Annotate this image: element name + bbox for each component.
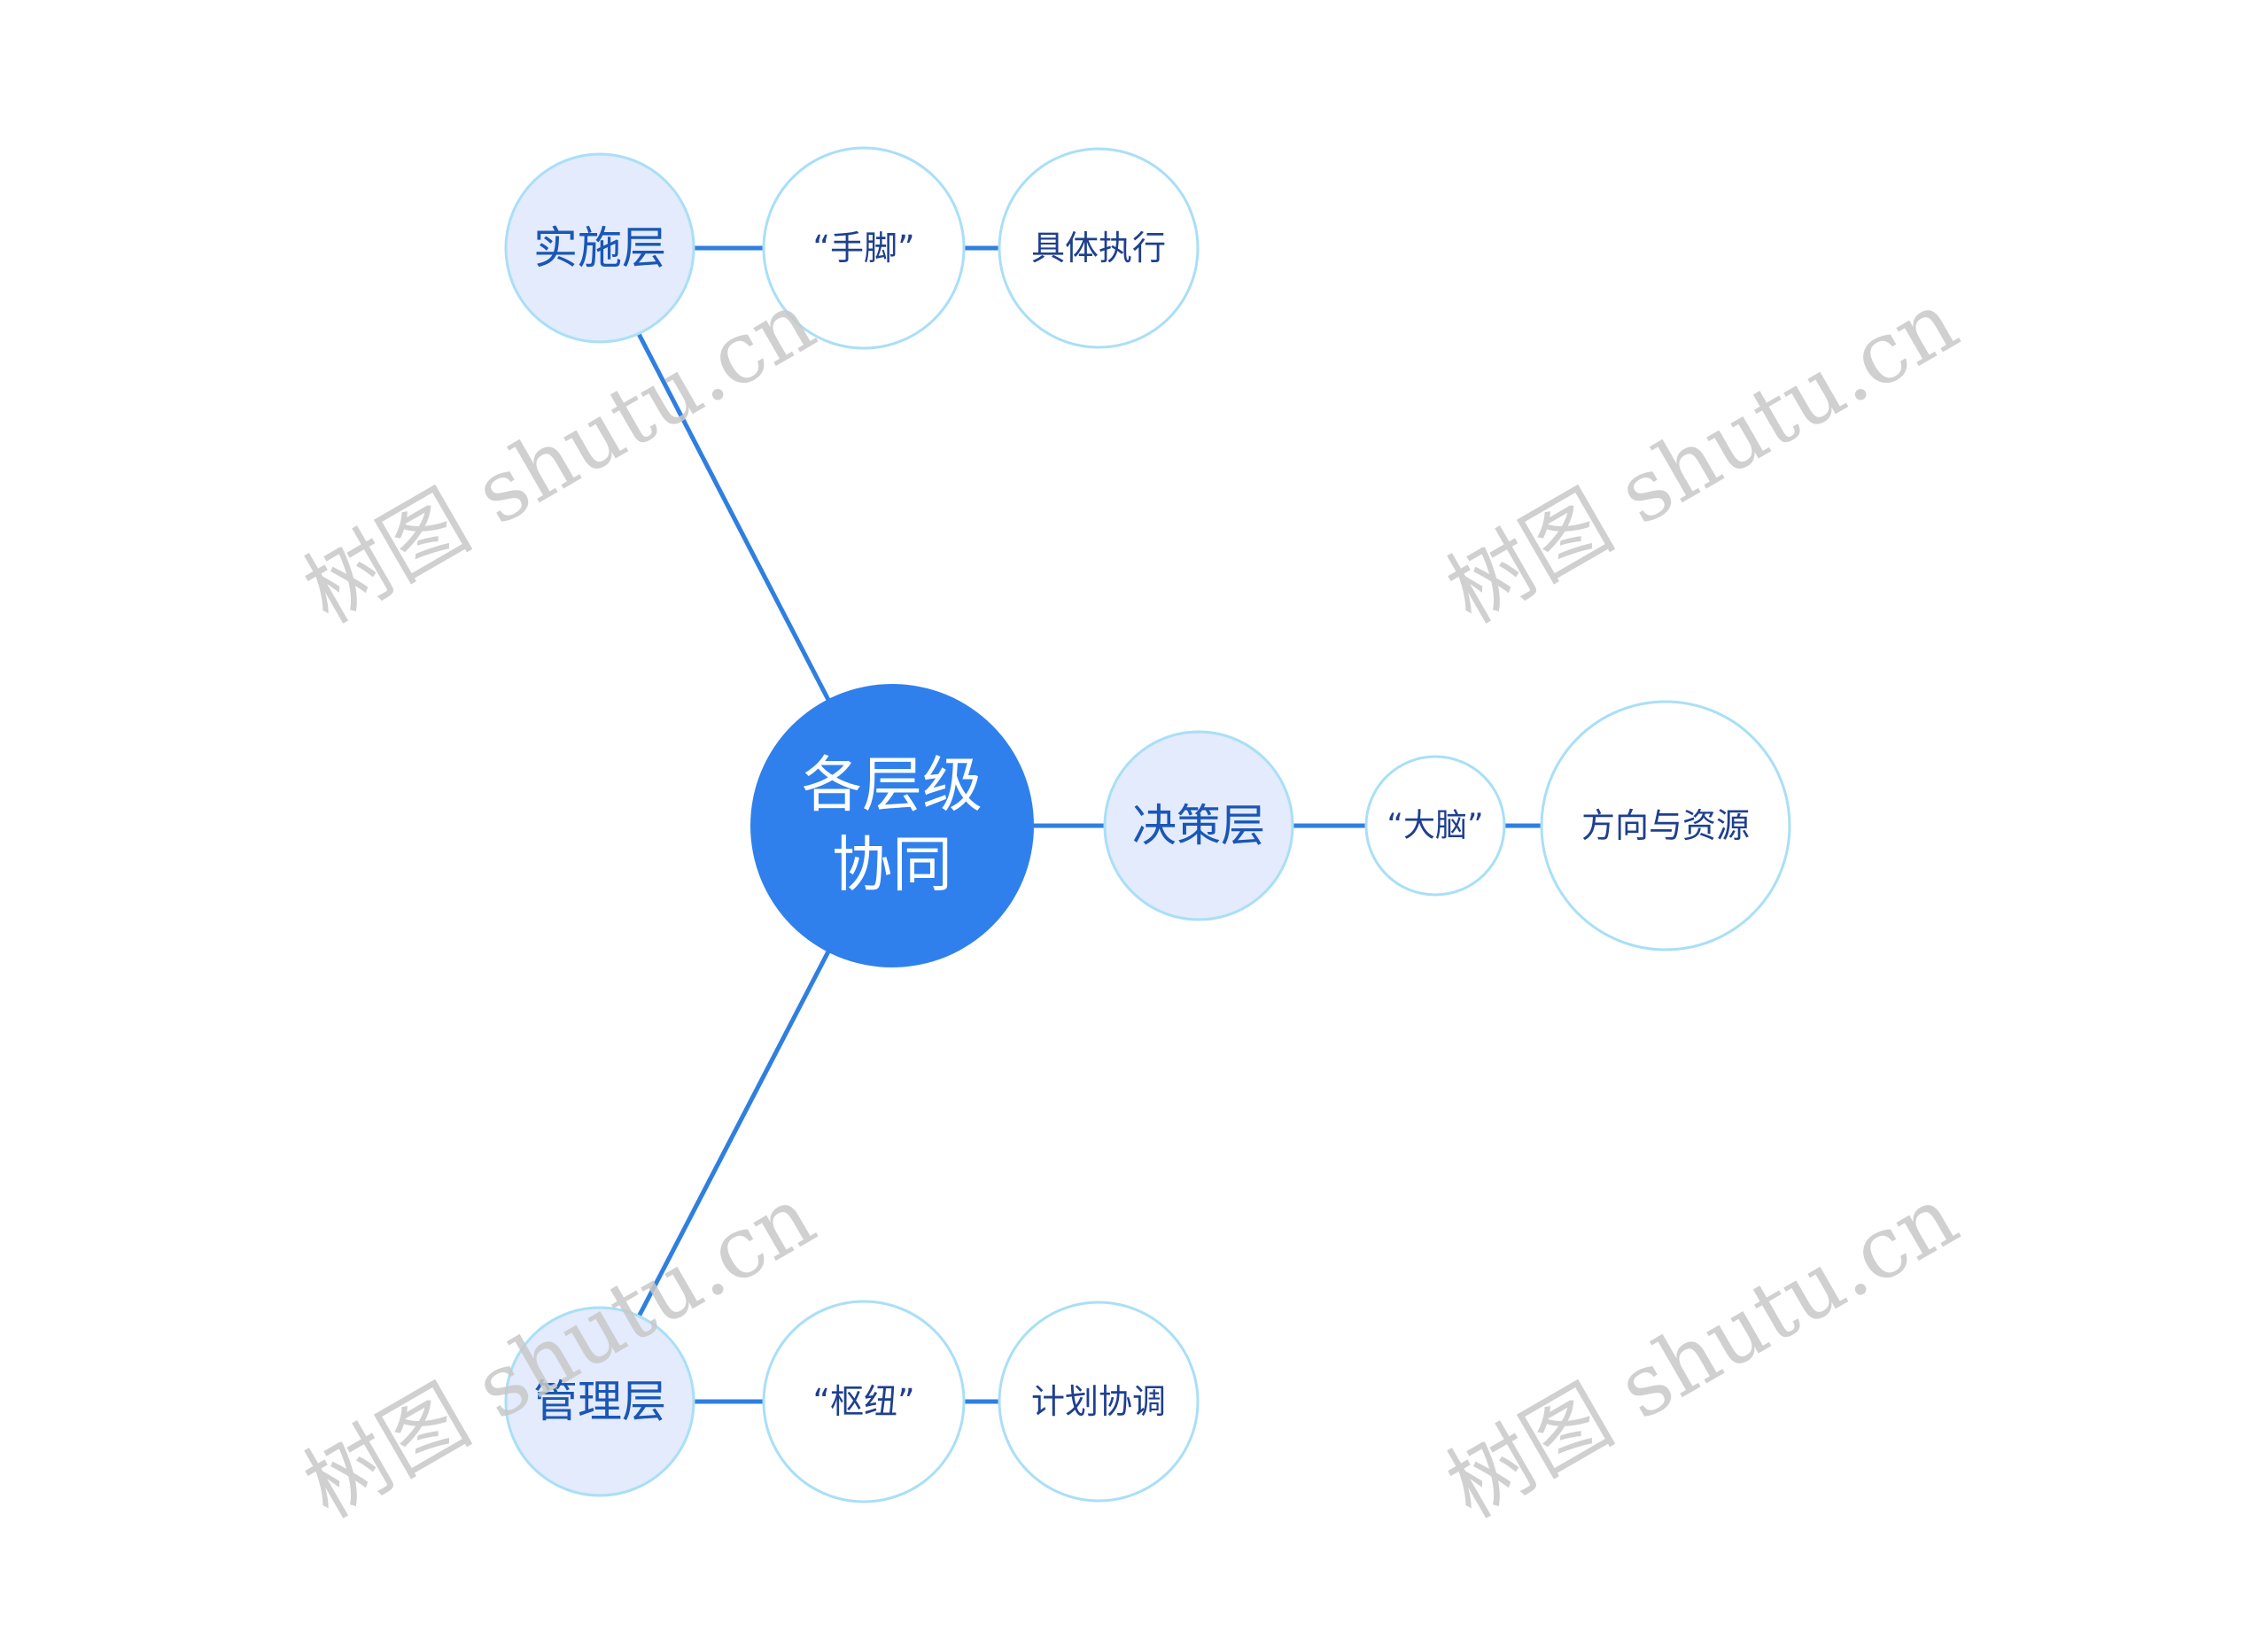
leaf-node-xietiao-label: 计划协调 bbox=[1031, 1382, 1166, 1421]
watermark-bottom-right: 树图 shutu.cn bbox=[1432, 1167, 1974, 1537]
branch-node-guanli-label: 管理层 bbox=[533, 1376, 666, 1427]
leaf-node-zhixing[interactable]: 具体执行 bbox=[998, 147, 1200, 349]
leaf-node-xietiao[interactable]: 计划协调 bbox=[998, 1301, 1200, 1503]
root-node-label-line2: 协同 bbox=[832, 831, 952, 901]
root-node-label-line1: 各层级 bbox=[802, 751, 983, 821]
branch-node-shishi-label: 实施层 bbox=[533, 222, 666, 274]
branch-node-juece-circle bbox=[1103, 730, 1294, 921]
connector-root-to-shishi bbox=[635, 330, 831, 703]
connector-root-to-guanli bbox=[635, 949, 831, 1321]
leaf-node-shoujiao[interactable]: “手脚” bbox=[762, 146, 966, 350]
leaf-node-danao-circle bbox=[1364, 755, 1506, 897]
leaf-node-shoujiao-circle bbox=[762, 146, 966, 350]
leaf-node-shuniu[interactable]: “枢纽” bbox=[762, 1300, 966, 1503]
leaf-node-shuniu-circle bbox=[762, 1300, 966, 1503]
leaf-node-danao-label: “大脑” bbox=[1386, 808, 1483, 844]
leaf-node-ziyuan-circle bbox=[1540, 700, 1791, 951]
branch-node-guanli[interactable]: 管理层 bbox=[504, 1306, 695, 1497]
leaf-node-danao[interactable]: “大脑” bbox=[1364, 755, 1506, 897]
connector-lines bbox=[635, 245, 1544, 1404]
leaf-node-ziyuan-label: 方向与资源 bbox=[1581, 806, 1750, 845]
branch-node-juece-label: 决策层 bbox=[1132, 800, 1265, 851]
leaf-node-shoujiao-label: “手脚” bbox=[812, 229, 914, 268]
leaf-node-xietiao-circle bbox=[998, 1301, 1200, 1503]
leaf-node-shuniu-label: “枢纽” bbox=[812, 1382, 914, 1421]
branch-node-juece[interactable]: 决策层 bbox=[1103, 730, 1294, 921]
branch-node-shishi-circle bbox=[504, 152, 695, 344]
leaf-node-zhixing-label: 具体执行 bbox=[1031, 229, 1166, 268]
watermark-top-right: 树图 shutu.cn bbox=[1432, 272, 1974, 642]
leaf-node-ziyuan[interactable]: 方向与资源 bbox=[1540, 700, 1791, 951]
leaf-node-zhixing-circle bbox=[998, 147, 1200, 349]
root-node-circle bbox=[750, 684, 1034, 967]
branch-node-shishi[interactable]: 实施层 bbox=[504, 152, 695, 344]
root-node[interactable]: 各层级 协同 bbox=[750, 684, 1034, 967]
branch-node-guanli-circle bbox=[504, 1306, 695, 1497]
